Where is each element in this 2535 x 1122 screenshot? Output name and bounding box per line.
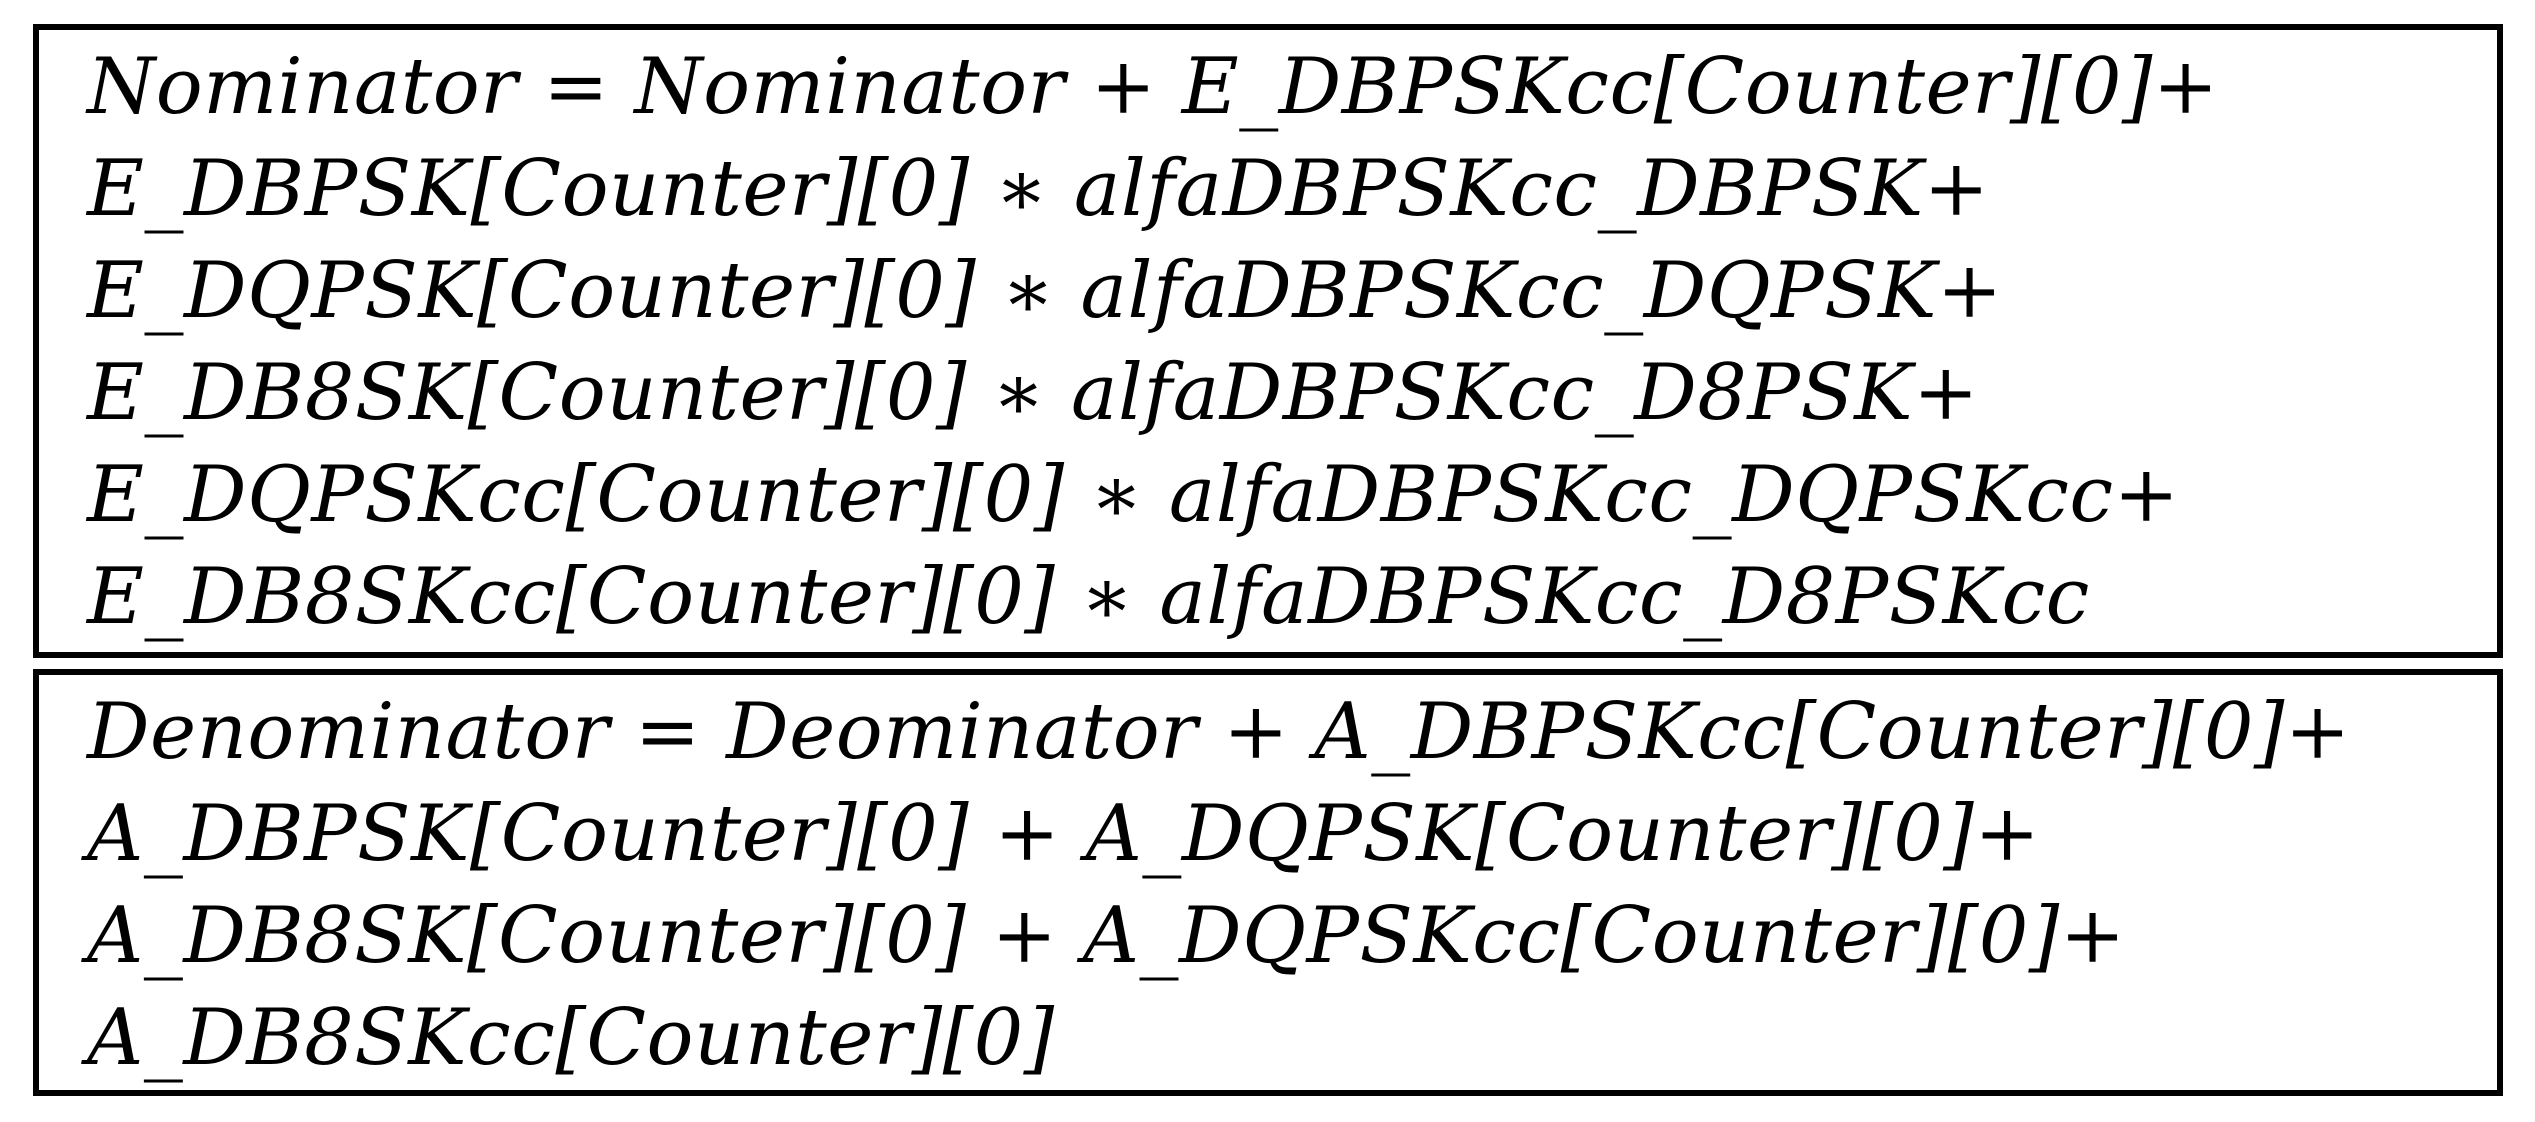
denominator-formula-line-4: A_DB8SKcc[Counter][0] xyxy=(87,993,1055,1083)
nominator-formula-line-3: E_DQPSK[Counter][0] ∗ alfaDBPSKcc_DQPSK+ xyxy=(87,246,2003,336)
nominator-formula-line-1: Nominator = Nominator + E_DBPSKcc[Counte… xyxy=(87,42,2219,132)
nominator-formula-line-5: E_DQPSKcc[Counter][0] ∗ alfaDBPSKcc_DQPS… xyxy=(87,450,2180,540)
denominator-formula-line-2: A_DBPSK[Counter][0] + A_DQPSK[Counter][0… xyxy=(87,789,2041,879)
nominator-formula-line-4: E_DB8SK[Counter][0] ∗ alfaDBPSKcc_D8PSK+ xyxy=(87,348,1979,438)
nominator-formula-line-2: E_DBPSK[Counter][0] ∗ alfaDBPSKcc_DBPSK+ xyxy=(87,144,1990,234)
nominator-formula-line-6: E_DB8SKcc[Counter][0] ∗ alfaDBPSKcc_D8PS… xyxy=(87,552,2090,642)
denominator-formula-line-3: A_DB8SK[Counter][0] + A_DQPSKcc[Counter]… xyxy=(87,891,2126,981)
denominator-formula-line-1: Denominator = Deominator + A_DBPSKcc[Cou… xyxy=(87,687,2351,777)
nominator-equation-box: Nominator = Nominator + E_DBPSKcc[Counte… xyxy=(33,24,2503,658)
denominator-equation-box: Denominator = Deominator + A_DBPSKcc[Cou… xyxy=(33,669,2503,1096)
